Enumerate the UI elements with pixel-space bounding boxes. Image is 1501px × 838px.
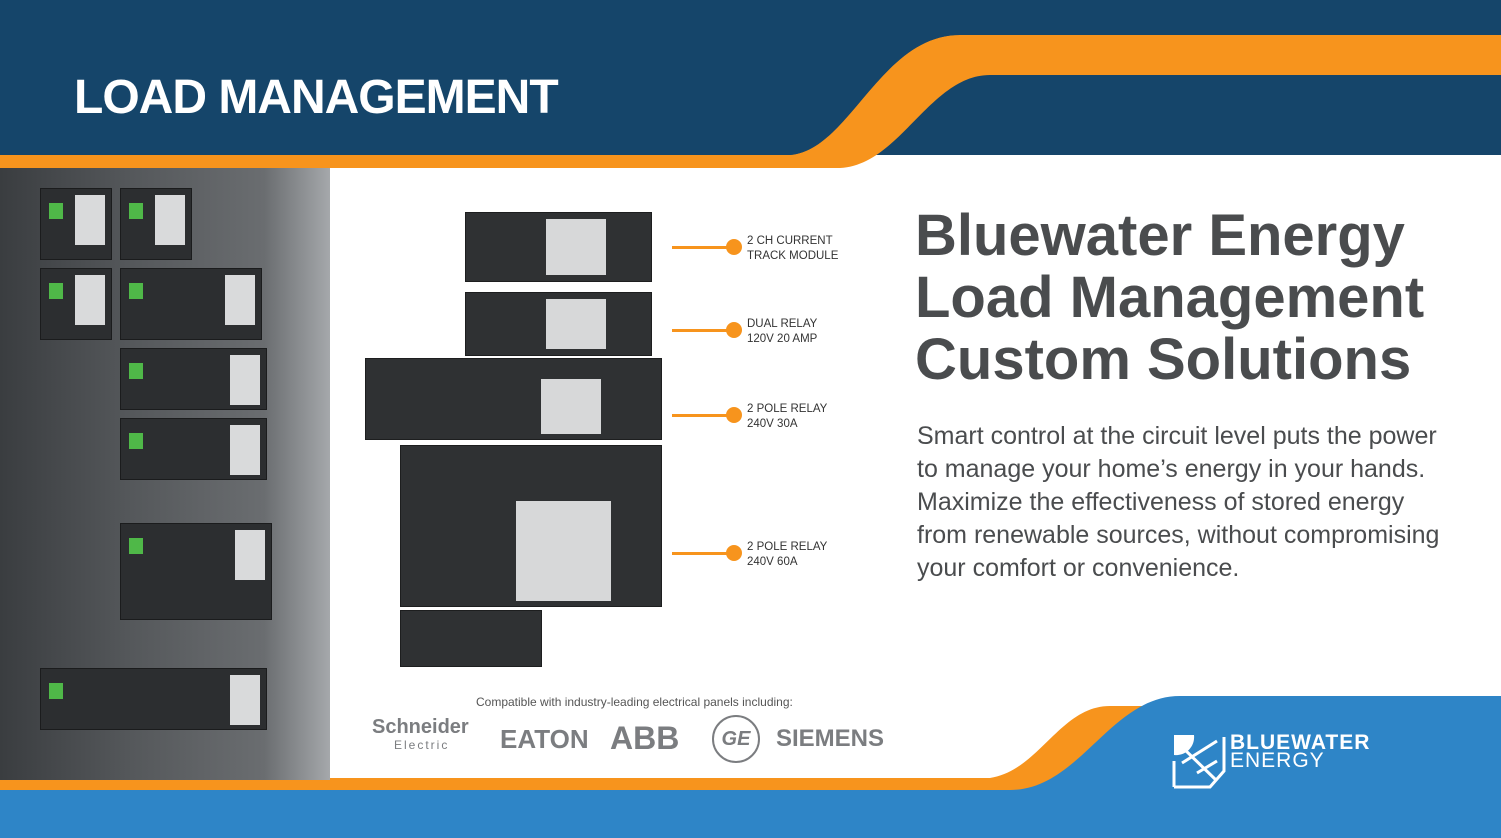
compatibility-text: Compatible with industry-leading electri…	[476, 695, 793, 709]
callout-dot-icon	[726, 545, 742, 561]
callout-2pole-30a: 2 POLE RELAY 240V 30A	[672, 402, 872, 432]
body-text: Smart control at the circuit level puts …	[917, 422, 1440, 582]
brand-line2: ENERGY	[1230, 749, 1325, 772]
bluewater-logo-icon	[1172, 735, 1226, 789]
callout-label: TRACK MODULE	[747, 250, 839, 262]
breaker-image	[40, 268, 112, 340]
breaker-image	[40, 668, 267, 730]
current-module-image	[465, 212, 652, 282]
callout-2pole-60a: 2 POLE RELAY 240V 60A	[672, 540, 872, 570]
callout-current-module: 2 CH CURRENT TRACK MODULE	[672, 234, 872, 264]
breaker-image	[120, 348, 267, 410]
siemens-logo: SIEMENS	[776, 725, 885, 752]
dual-relay-image	[465, 292, 652, 356]
relay-30a-image	[365, 358, 662, 440]
callout-dual-relay: DUAL RELAY 120V 20 AMP	[672, 317, 872, 347]
breaker-image	[400, 610, 542, 667]
callout-label: 240V 30A	[747, 418, 798, 430]
headline-line: Load Management	[915, 265, 1425, 330]
callout-dot-icon	[726, 239, 742, 255]
callout-dot-icon	[726, 407, 742, 423]
breaker-image	[40, 188, 112, 260]
callout-label: 2 POLE RELAY	[747, 541, 828, 553]
abb-logo: ABB	[610, 720, 680, 756]
breaker-image	[120, 268, 262, 340]
callout-label: 240V 60A	[747, 556, 798, 568]
breaker-image	[120, 523, 272, 620]
breaker-image	[120, 418, 267, 480]
relay-60a-image	[400, 445, 662, 607]
panel-photo	[0, 168, 330, 780]
schneider-sub: Electric	[394, 738, 450, 752]
schneider-logo: Schneider Electric	[372, 716, 469, 754]
eaton-logo: EATON	[500, 724, 589, 754]
callout-label: 120V 20 AMP	[747, 333, 818, 345]
page-title: LOAD MANAGEMENT	[74, 71, 559, 124]
schneider-name: Schneider	[372, 716, 469, 738]
headline: Bluewater Energy Load Management Custom …	[915, 205, 1424, 391]
headline-line: Bluewater Energy	[915, 203, 1405, 268]
headline-line: Custom Solutions	[915, 327, 1412, 392]
callout-dot-icon	[726, 322, 742, 338]
ge-logo: GE	[712, 715, 760, 763]
callout-label: 2 POLE RELAY	[747, 403, 828, 415]
breaker-image	[120, 188, 192, 260]
brand-line1: BLUEWATER	[1230, 731, 1371, 754]
callout-label: 2 CH CURRENT	[747, 235, 833, 247]
callout-label: DUAL RELAY	[747, 318, 818, 330]
